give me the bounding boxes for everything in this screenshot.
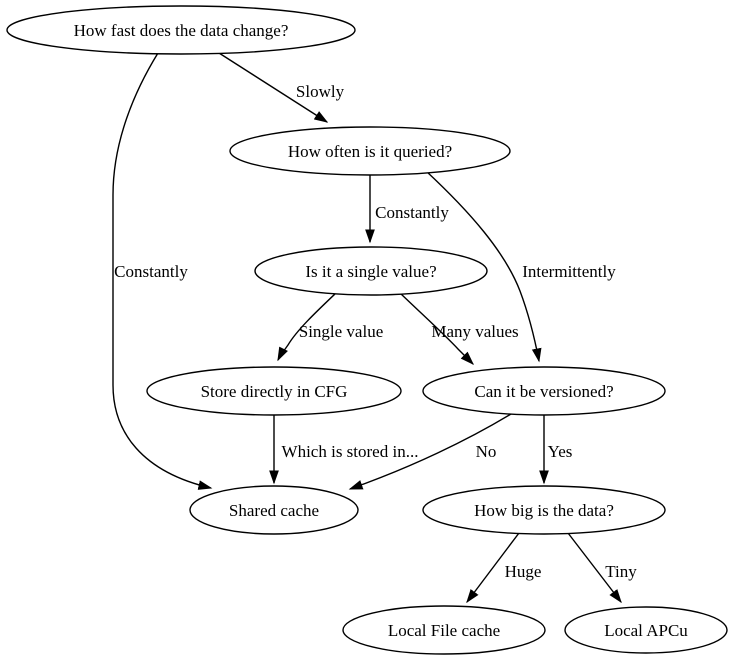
edge-constantly-to-shared-cache [112, 52, 213, 490]
node-local-apcu: Local APCu [564, 606, 728, 654]
edge-group [112, 52, 622, 604]
node-local-file-label: Local File cache [388, 621, 500, 640]
edge-label-constantly-left: Constantly [114, 262, 188, 281]
node-single-value-ellipse [254, 246, 488, 296]
edge-label-which-stored: Which is stored in... [282, 442, 419, 461]
node-queried: How often is it queried? [229, 126, 511, 176]
edge-label-single-value: Single value [299, 322, 384, 341]
edge-label-huge: Huge [505, 562, 542, 581]
node-queried-label: How often is it queried? [288, 142, 452, 161]
node-store-cfg: Store directly in CFG [146, 366, 402, 416]
node-data-size-label: How big is the data? [474, 501, 614, 520]
node-single-value: Is it a single value? [254, 246, 488, 296]
edge-label-many-values: Many values [431, 322, 518, 341]
node-shared-cache-ellipse [189, 485, 359, 535]
node-data-change-label: How fast does the data change? [74, 21, 289, 40]
node-local-file-ellipse [342, 605, 546, 655]
node-data-change: How fast does the data change? [6, 5, 356, 55]
edge-label-slowly: Slowly [296, 82, 345, 101]
edge-single-value [277, 292, 337, 362]
edge-tiny [567, 532, 622, 604]
node-store-cfg-label: Store directly in CFG [201, 382, 348, 401]
node-versioned: Can it be versioned? [422, 366, 666, 416]
node-group: How fast does the data change? How often… [6, 5, 728, 655]
node-versioned-ellipse [422, 366, 666, 416]
edge-many-values [399, 292, 474, 365]
node-single-value-label: Is it a single value? [305, 262, 436, 281]
node-shared-cache-label: Shared cache [229, 501, 319, 520]
edge-label-yes: Yes [548, 442, 573, 461]
edge-huge [466, 532, 520, 604]
node-versioned-label: Can it be versioned? [474, 382, 613, 401]
edge-label-constantly-mid: Constantly [375, 203, 449, 222]
edge-label-no: No [476, 442, 497, 461]
node-local-file: Local File cache [342, 605, 546, 655]
edge-slowly [218, 52, 329, 123]
node-queried-ellipse [229, 126, 511, 176]
node-data-change-ellipse [6, 5, 356, 55]
node-local-apcu-ellipse [564, 606, 728, 654]
edge-no [348, 413, 512, 490]
node-data-size: How big is the data? [422, 485, 666, 535]
node-local-apcu-label: Local APCu [604, 621, 688, 640]
edge-intermittently [425, 170, 542, 363]
node-store-cfg-ellipse [146, 366, 402, 416]
edge-label-group: Slowly Constantly Constantly Intermitten… [114, 82, 637, 581]
edge-label-intermittently: Intermittently [522, 262, 616, 281]
edge-label-tiny: Tiny [605, 562, 637, 581]
node-data-size-ellipse [422, 485, 666, 535]
node-shared-cache: Shared cache [189, 485, 359, 535]
